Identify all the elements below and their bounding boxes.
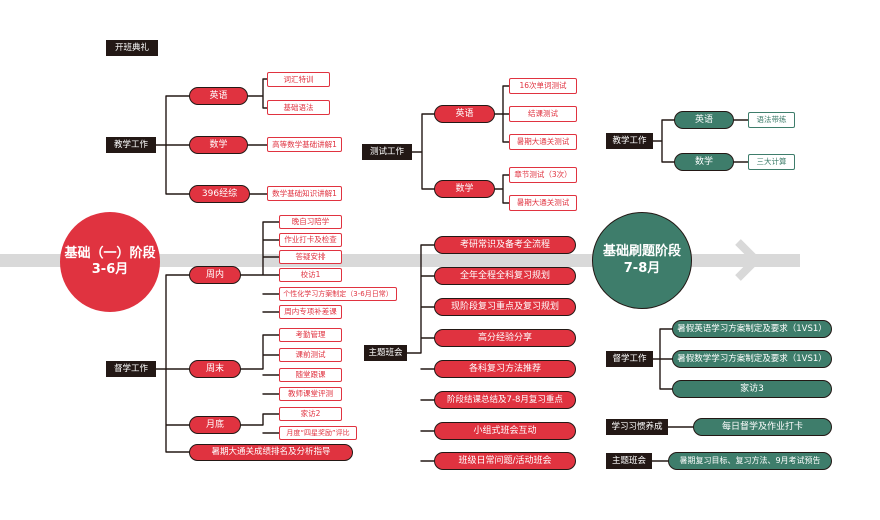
theme-meeting-item: 考研常识及备考全流程 xyxy=(434,236,576,254)
testing-english-item: 结课测试 xyxy=(509,106,577,122)
study-habits-label: 学习习惯养成 xyxy=(606,419,668,435)
teaching-math-node: 数学 xyxy=(189,136,248,154)
teaching-396-node: 396经综 xyxy=(189,185,250,203)
teaching-english-item: 词汇特训 xyxy=(267,72,330,87)
theme-meeting-item: 小组式班会互动 xyxy=(434,422,576,440)
testing-work-label: 测试工作 xyxy=(362,144,412,160)
monthend-item: 家访2 xyxy=(279,407,342,421)
stage2-circle: 基础刷题阶段 7-8月 xyxy=(592,212,692,309)
testing-math-node: 数学 xyxy=(434,180,495,198)
theme-meeting-item: 全年全程全科复习规划 xyxy=(434,267,576,285)
stage2-english-item: 语法带练 xyxy=(748,112,795,128)
stage2-period: 7-8月 xyxy=(623,260,661,276)
stage2-supervision-label: 督学工作 xyxy=(606,351,653,367)
weekly-item: 个性化学习方案制定（3-6月日常） xyxy=(279,287,397,301)
study-habits-item: 每日督学及作业打卡 xyxy=(693,418,832,436)
stage1-period: 3-6月 xyxy=(91,262,129,277)
supervision-work-label: 督学工作 xyxy=(106,361,156,377)
testing-english-node: 英语 xyxy=(434,105,495,123)
stage2-supervision-item: 家访3 xyxy=(672,380,832,398)
weekly-item: 周内专项补差课 xyxy=(279,305,342,319)
teaching-396-item: 数学基础知识讲解1 xyxy=(267,186,342,201)
stage2-supervision-item: 暑假英语学习方案制定及要求（1VS1） xyxy=(672,320,832,338)
testing-english-item: 16次单词测试 xyxy=(509,78,577,94)
timeline-arrow-icon xyxy=(735,239,762,281)
stage2-math-item: 三大计算 xyxy=(748,154,795,170)
teaching-math-item: 高等数学基础讲解1 xyxy=(267,137,342,152)
weekly-item: 晚自习陪学 xyxy=(279,215,342,229)
monthend-item: 月度“四星奖励”评比 xyxy=(279,426,357,440)
testing-english-item: 暑期大通关测试 xyxy=(509,134,577,150)
teaching-english-node: 英语 xyxy=(189,87,248,105)
supervision-monthend-node: 月底 xyxy=(189,416,241,434)
testing-math-item: 暑期大通关测试 xyxy=(509,195,577,211)
supervision-weekly-node: 周内 xyxy=(189,266,241,284)
theme-meeting-item: 各科复习方法推荐 xyxy=(434,360,576,378)
weekly-item: 校访1 xyxy=(279,268,342,282)
stage2-english-node: 英语 xyxy=(674,111,734,129)
stage1-circle: 基础（一）阶段 3-6月 xyxy=(60,212,160,312)
stage2-theme-item: 暑期复习目标、复习方法、9月考试预告 xyxy=(668,452,832,470)
supervision-weekend-node: 周末 xyxy=(189,360,241,378)
teaching-english-item: 基础语法 xyxy=(267,100,330,115)
weekend-item: 随堂跟课 xyxy=(279,368,342,382)
stage2-theme-label: 主题班会 xyxy=(606,453,652,469)
stage2-math-node: 数学 xyxy=(674,153,734,171)
theme-meeting-item: 高分经验分享 xyxy=(434,329,576,347)
stage2-title: 基础刷题阶段 xyxy=(602,244,681,260)
theme-meeting-label: 主题班会 xyxy=(364,345,407,361)
weekly-item: 作业打卡及检查 xyxy=(279,233,342,247)
weekly-item: 答疑安排 xyxy=(279,250,342,264)
theme-meeting-item: 班级日常问题/活动班会 xyxy=(434,452,576,470)
weekend-item: 课前测试 xyxy=(279,348,342,362)
stage2-teaching-label: 教学工作 xyxy=(606,133,653,149)
teaching-work-label: 教学工作 xyxy=(106,137,156,153)
weekend-item: 教师课堂评测 xyxy=(279,387,342,401)
stage2-supervision-item: 暑假数学学习方案制定及要求（1VS1） xyxy=(672,350,832,368)
weekend-item: 考勤管理 xyxy=(279,328,342,342)
supervision-summary-node: 暑期大通关成绩排名及分析指导 xyxy=(189,444,353,461)
theme-meeting-item: 现阶段复习重点及复习规划 xyxy=(434,298,576,316)
testing-math-item: 章节测试（3次） xyxy=(509,167,577,183)
stage1-title: 基础（一）阶段 xyxy=(64,245,156,261)
opening-ceremony-label: 开班典礼 xyxy=(106,40,158,56)
theme-meeting-item: 阶段结课总结及7-8月复习重点 xyxy=(434,391,576,409)
